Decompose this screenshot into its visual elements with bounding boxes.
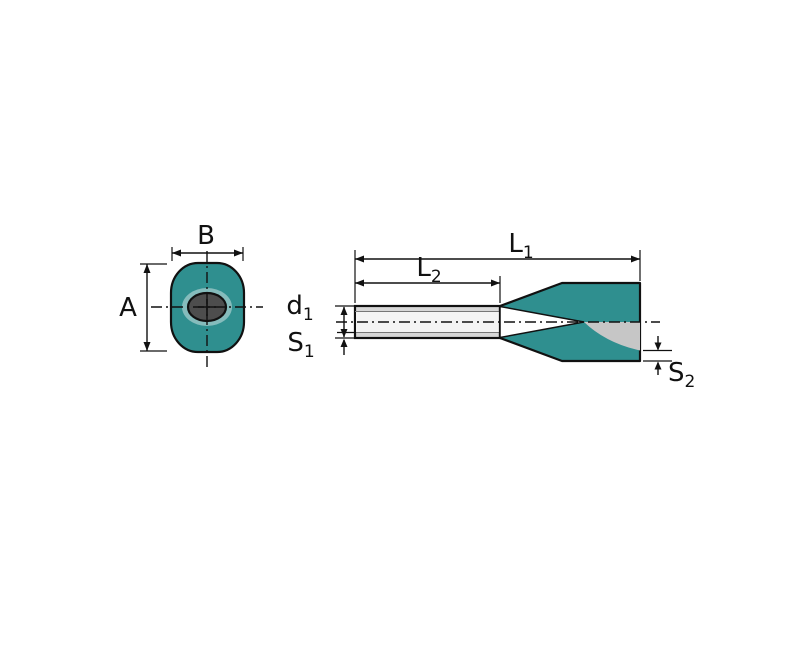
dimension-S2-arrow-down <box>654 342 662 351</box>
cross-section-view: A B <box>119 221 263 367</box>
dimension-B: B <box>171 221 244 261</box>
side-view: L1 L2 d1 S1 <box>286 229 695 392</box>
dim-label-A: A <box>119 293 137 323</box>
dimension-L1-arrow-left <box>355 255 364 263</box>
dimension-d1-arrow-up <box>340 306 348 315</box>
dimension-d1-arrow-down <box>340 329 348 338</box>
dimension-A: A <box>119 263 167 352</box>
dimension-d1: d1 <box>286 291 356 339</box>
dimension-B-arrow-left <box>172 249 181 257</box>
dimension-B-arrow-right <box>234 249 243 257</box>
dimension-S2-arrow-up <box>654 361 662 370</box>
dimension-L2-arrow-left <box>355 279 364 287</box>
dim-label-S2: S2 <box>668 358 695 392</box>
dim-label-L2: L2 <box>416 253 441 287</box>
dimension-S1-arrow-up <box>340 338 348 347</box>
dimension-S2: S2 <box>643 336 695 392</box>
dimension-L2-arrow-right <box>491 279 500 287</box>
dimension-L1: L1 <box>354 229 641 303</box>
dimension-L2: L2 <box>355 253 501 303</box>
dim-label-B: B <box>197 221 215 251</box>
dim-label-d1: d1 <box>286 291 313 325</box>
dim-label-L1: L1 <box>508 229 533 263</box>
dimension-A-arrow-down <box>143 342 151 351</box>
dimension-L1-arrow-right <box>631 255 640 263</box>
collar-interior-shading <box>584 322 640 351</box>
dimension-A-arrow-up <box>143 264 151 273</box>
dim-label-S1: S1 <box>287 328 314 362</box>
dimension-S1: S1 <box>287 328 348 362</box>
